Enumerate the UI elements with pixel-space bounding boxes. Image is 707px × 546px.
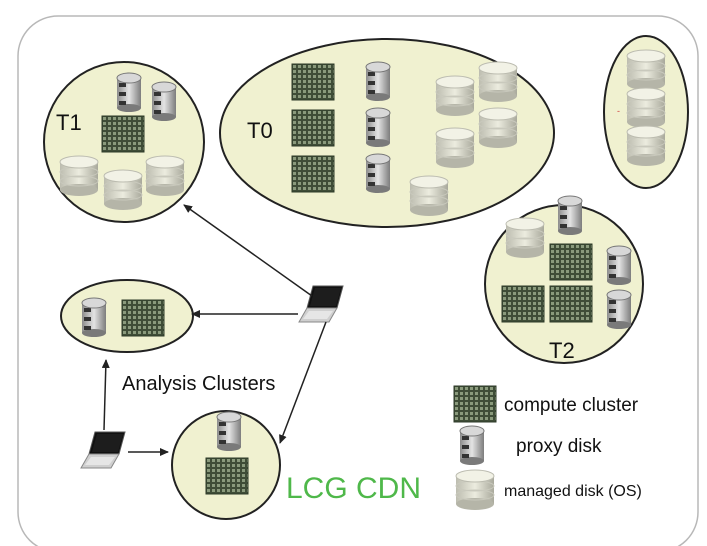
compute-cluster-icon: [291, 63, 335, 193]
analysis-cluster-site: [60, 279, 194, 353]
arrow-user-to-analysis: [101, 359, 110, 431]
analysis-clusters-label: Analysis Clusters: [122, 373, 275, 395]
legend-proxy-label: proxy disk: [516, 436, 602, 457]
t2-label: T2: [549, 338, 575, 363]
proxy-disk-icon: [81, 297, 107, 338]
cdn-label: LCG CDN: [286, 472, 421, 505]
t2-site: T2: [484, 195, 644, 364]
legend-compute-label: compute cluster: [504, 395, 639, 416]
connections: [101, 204, 327, 456]
compute-cluster-icon: [453, 385, 497, 423]
cdn-site: [171, 410, 281, 520]
t1-label: T1: [56, 110, 82, 135]
managed-disk-icon: [505, 217, 545, 259]
compute-cluster-icon: [121, 299, 165, 337]
t0-label: T0: [247, 118, 273, 143]
arrow-laptop-to-t1: [183, 204, 313, 297]
t0-site: T0: [219, 38, 555, 228]
proxy-disk-icon: [459, 425, 485, 466]
proxy-disk-icon: [216, 411, 242, 452]
compute-cluster-icon: [205, 457, 249, 495]
managed-disk-icon: [626, 49, 666, 167]
arrow-laptop-to-cdn: [279, 321, 327, 444]
legend-managed-label: managed disk (OS): [504, 483, 642, 500]
remote-site: -: [603, 35, 689, 189]
remote-site-mark: -: [617, 106, 620, 116]
compute-cluster-icon: [101, 115, 145, 153]
legend: compute cluster proxy disk managed disk …: [453, 385, 642, 511]
managed-disk-icon: [455, 469, 495, 511]
t1-site: T1: [43, 61, 205, 223]
proxy-disk-icon: [365, 61, 391, 194]
